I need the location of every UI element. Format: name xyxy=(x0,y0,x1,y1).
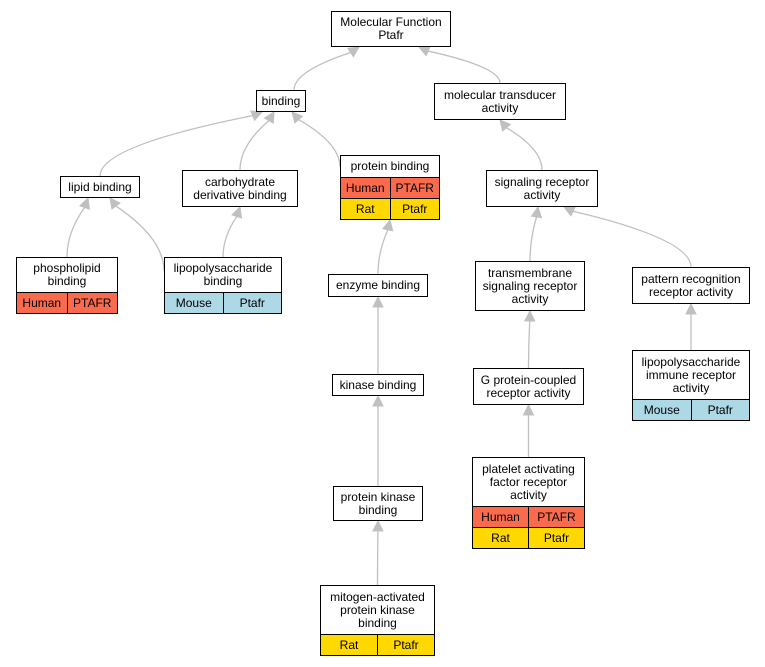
arrowhead-sra-to-mt xyxy=(499,119,512,132)
edge-prra-to-sra xyxy=(572,210,692,268)
arrowhead-enzyme-to-protein xyxy=(382,218,394,232)
node-pattern-recognition-receptor-activity[interactable]: pattern recognition receptor activity xyxy=(632,267,750,304)
gene-cell: PTAFR xyxy=(528,507,584,527)
node-label: lipid binding xyxy=(68,179,132,194)
arrowhead-carb-to-binding xyxy=(263,111,275,124)
arrowhead-phos-to-lipid xyxy=(79,196,90,210)
node-label: protein binding xyxy=(350,159,430,173)
edge-lps-to-carb xyxy=(222,216,238,258)
arrowhead-binding-to-mf xyxy=(347,46,360,58)
species-cell: Human xyxy=(345,181,385,195)
node-label: binding xyxy=(261,93,301,108)
annotation-row-rat: Rat Ptafr xyxy=(341,198,439,219)
gene-cell: Ptafr xyxy=(528,528,584,548)
gene-cell: Ptafr xyxy=(389,199,440,219)
species-cell: Rat xyxy=(355,202,375,216)
gene-cell: PTAFR xyxy=(389,178,440,198)
annotation-row-rat: Rat Ptafr xyxy=(473,527,584,548)
edge-protein-to-binding xyxy=(298,118,341,168)
arrowhead-lps-to-carb xyxy=(231,205,243,219)
species-cell: Rat xyxy=(339,638,359,652)
species-cell: Mouse xyxy=(643,403,680,417)
edge-lipid-to-binding xyxy=(99,115,253,177)
node-label: molecular transducer activity xyxy=(443,87,557,115)
gene-cell: Ptafr xyxy=(377,635,434,655)
gene-cell: Ptafr xyxy=(690,400,750,420)
edge-phos-to-lipid xyxy=(66,207,86,258)
node-kinase-binding[interactable]: kinase binding xyxy=(332,374,424,396)
node-label: kinase binding xyxy=(339,377,417,392)
gene-cell: Ptafr xyxy=(222,293,282,313)
node-label: transmembrane signaling receptor activit… xyxy=(482,265,578,306)
annotation-row-human: Human PTAFR xyxy=(17,292,117,313)
edge-gpcr-to-tsra xyxy=(527,320,531,369)
node-label: signaling receptor activity xyxy=(494,174,590,202)
arrowhead-lps-to-lipid xyxy=(109,197,121,210)
arrowhead-pafra-to-gpcr xyxy=(522,403,535,416)
arrowhead-pkb-to-kinase xyxy=(372,394,384,407)
node-platelet-activating-factor-receptor-activity[interactable]: platelet activating factor receptor acti… xyxy=(472,457,585,549)
node-phospholipid-binding[interactable]: phospholipid binding Human PTAFR xyxy=(16,257,118,314)
annotation-row-mouse: Mouse Ptafr xyxy=(633,399,749,420)
edge-binding-to-mf xyxy=(293,51,351,91)
arrowhead-prra-to-sra xyxy=(562,206,576,217)
node-label: mitogen-activated protein kinase binding xyxy=(330,589,425,630)
species-cell: Human xyxy=(481,510,520,524)
annotation-row-rat: Rat Ptafr xyxy=(321,634,434,655)
node-protein-binding[interactable]: protein binding Human PTAFR Rat Ptafr xyxy=(340,155,440,220)
arrowhead-mapkb-to-pkb xyxy=(372,519,384,532)
node-label: enzyme binding xyxy=(335,278,421,292)
node-transmembrane-signaling-receptor-activity[interactable]: transmembrane signaling receptor activit… xyxy=(475,261,585,311)
node-enzyme-binding[interactable]: enzyme binding xyxy=(328,274,428,297)
node-protein-kinase-binding[interactable]: protein kinase binding xyxy=(333,486,423,521)
node-label: carbohydrate derivative binding xyxy=(193,174,287,202)
node-label: platelet activating factor receptor acti… xyxy=(482,461,575,502)
node-label: phospholipid binding xyxy=(33,261,101,288)
node-molecular-function[interactable]: Molecular Function Ptafr xyxy=(331,11,451,47)
gene-cell: PTAFR xyxy=(66,293,118,313)
arrowhead-lipid-to-binding xyxy=(250,110,264,122)
node-lipopolysaccharide-binding[interactable]: lipopolysaccharide binding Mouse Ptafr xyxy=(164,257,282,314)
node-mitogen-activated-protein-kinase-binding[interactable]: mitogen-activated protein kinase binding… xyxy=(320,585,435,656)
node-label: lipopolysaccharide binding xyxy=(173,261,273,288)
edge-carb-to-binding xyxy=(239,120,270,171)
arrowhead-gpcr-to-tsra xyxy=(523,309,536,322)
edge-lps-to-lipid xyxy=(115,205,165,272)
node-g-protein-coupled-receptor-activity[interactable]: G protein-coupled receptor activity xyxy=(473,368,584,405)
node-label: lipopolysaccharide immune receptor activ… xyxy=(641,354,741,395)
node-label: pattern recognition receptor activity xyxy=(641,271,741,299)
node-carbohydrate-derivative-binding[interactable]: carbohydrate derivative binding xyxy=(182,170,298,207)
arrowhead-kinase-to-enzyme xyxy=(372,295,384,308)
edge-mt-to-mf xyxy=(427,50,501,84)
node-lipid-binding[interactable]: lipid binding xyxy=(60,176,140,198)
annotation-row-human: Human PTAFR xyxy=(341,177,439,198)
node-label: protein kinase binding xyxy=(340,489,416,517)
arrowhead-tsra-to-sra xyxy=(530,205,543,219)
node-binding[interactable]: binding xyxy=(256,90,306,112)
node-label: Molecular Function Ptafr xyxy=(340,15,442,42)
edge-enzyme-to-protein xyxy=(377,229,389,275)
node-signaling-receptor-activity[interactable]: signaling receptor activity xyxy=(486,170,598,207)
annotation-row-mouse: Mouse Ptafr xyxy=(165,292,281,313)
node-label: G protein-coupled receptor activity xyxy=(480,372,577,400)
node-molecular-transducer-activity[interactable]: molecular transducer activity xyxy=(434,83,566,120)
node-lipopolysaccharide-immune-receptor-activity[interactable]: lipopolysaccharide immune receptor activ… xyxy=(632,350,750,421)
species-cell: Mouse xyxy=(175,296,212,310)
arrowhead-mt-to-mf xyxy=(417,45,431,57)
species-cell: Human xyxy=(22,296,62,310)
arrowhead-protein-to-binding xyxy=(291,111,304,124)
species-cell: Rat xyxy=(491,531,510,545)
edge-sra-to-mt xyxy=(506,127,543,171)
arrowhead-lpsira-to-prra xyxy=(685,302,697,315)
annotation-row-human: Human PTAFR xyxy=(473,506,584,527)
edge-tsra-to-sra xyxy=(529,216,538,262)
